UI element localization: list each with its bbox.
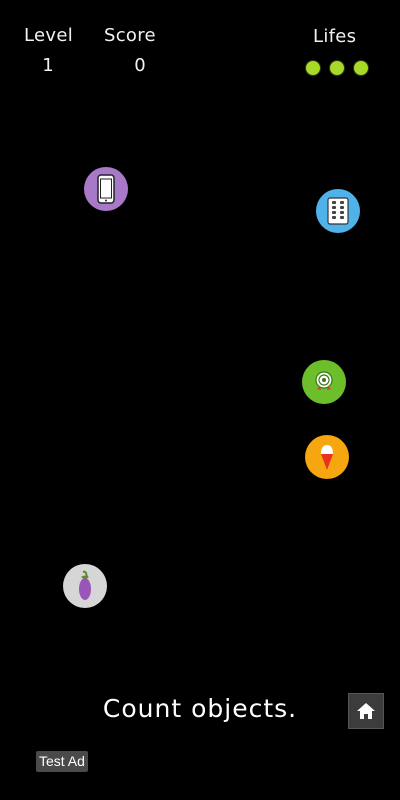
level-value: 1 bbox=[42, 55, 54, 76]
object-eggplant[interactable] bbox=[63, 564, 107, 608]
eggplant-icon bbox=[79, 570, 91, 600]
score-label: Score bbox=[104, 25, 156, 46]
smartphone-icon bbox=[97, 174, 115, 204]
test-ad-banner[interactable]: Test Ad bbox=[36, 751, 88, 772]
pill-blister-icon bbox=[327, 197, 349, 225]
life-dot bbox=[353, 60, 369, 76]
object-pill-pack[interactable] bbox=[316, 189, 360, 233]
lifes-label: Lifes bbox=[313, 26, 357, 47]
home-icon bbox=[357, 703, 375, 719]
target-icon bbox=[315, 371, 333, 390]
instruction-text: Count objects. bbox=[102, 694, 298, 723]
object-ice-cream[interactable] bbox=[305, 435, 349, 479]
life-dot bbox=[305, 60, 321, 76]
life-dot bbox=[329, 60, 345, 76]
object-smartphone[interactable] bbox=[84, 167, 128, 211]
score-value: 0 bbox=[134, 55, 146, 76]
object-target[interactable] bbox=[302, 360, 346, 404]
level-label: Level bbox=[24, 25, 74, 46]
ice-cream-icon bbox=[321, 445, 333, 470]
home-button[interactable] bbox=[348, 693, 384, 729]
